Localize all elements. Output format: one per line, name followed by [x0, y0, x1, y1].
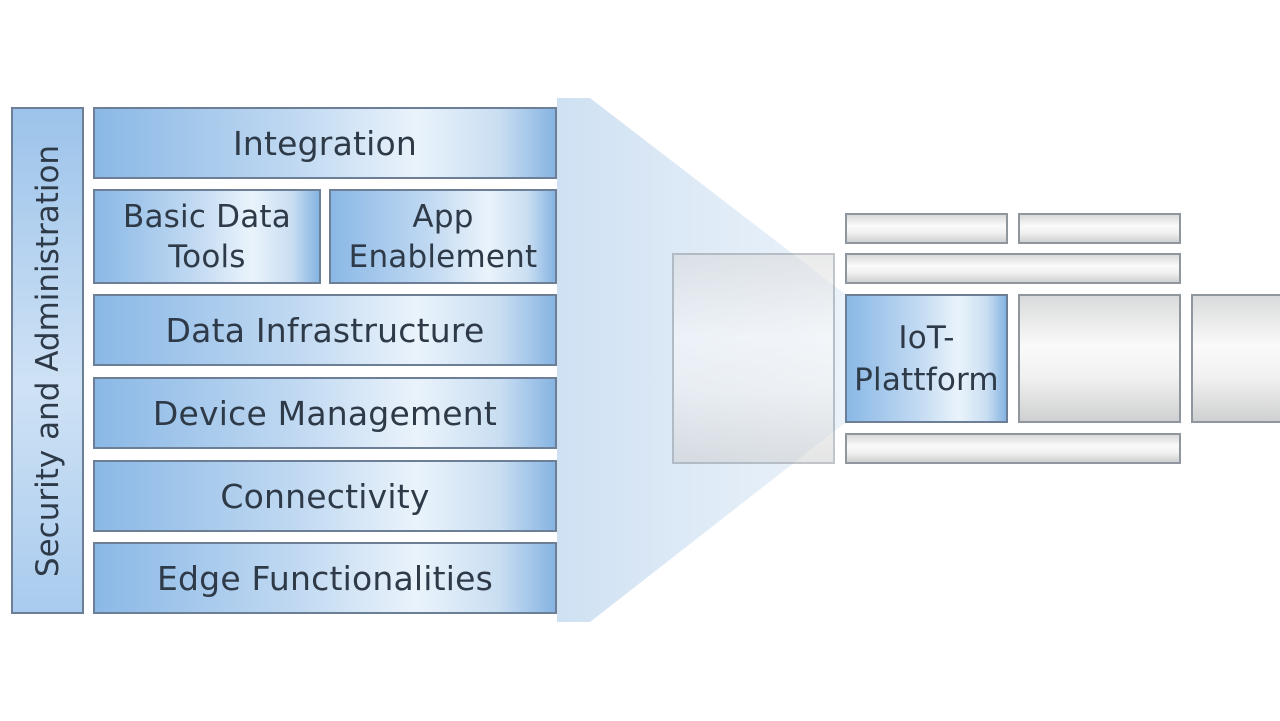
integration-layer: Integration	[93, 107, 557, 179]
security-administration-label: Security and Administration	[29, 144, 66, 577]
overview-block	[1018, 294, 1181, 423]
basic-data-tools-label-line1: Basic Data	[123, 198, 291, 235]
basic-data-tools-layer: Basic Data Tools	[93, 189, 321, 284]
integration-label: Integration	[232, 123, 418, 163]
security-administration-layer: Security and Administration	[11, 107, 84, 614]
overview-block-left	[672, 253, 835, 464]
edge-functionalities-label: Edge Functionalities	[156, 558, 494, 598]
basic-data-tools-label-line2: Tools	[168, 238, 246, 275]
device-management-label: Device Management	[152, 393, 498, 433]
app-enablement-label-line1: App	[412, 198, 474, 235]
overview-block-wide	[845, 433, 1181, 464]
iot-platform-label-line2: Plattform	[854, 361, 999, 398]
app-enablement-layer: App Enablement	[329, 189, 557, 284]
connectivity-layer: Connectivity	[93, 460, 557, 532]
iot-platform-label-line1: IoT-	[898, 319, 955, 356]
overview-block-right	[1191, 294, 1280, 423]
app-enablement-label-line2: Enablement	[348, 238, 538, 275]
overview-block	[845, 213, 1008, 244]
overview-block-wide	[845, 253, 1181, 284]
edge-functionalities-layer: Edge Functionalities	[93, 542, 557, 614]
data-infrastructure-label: Data Infrastructure	[165, 310, 485, 350]
device-management-layer: Device Management	[93, 377, 557, 449]
overview-block	[1018, 213, 1181, 244]
iot-platform-block: IoT- Plattform	[845, 294, 1008, 423]
connectivity-label: Connectivity	[220, 476, 430, 516]
data-infrastructure-layer: Data Infrastructure	[93, 294, 557, 366]
